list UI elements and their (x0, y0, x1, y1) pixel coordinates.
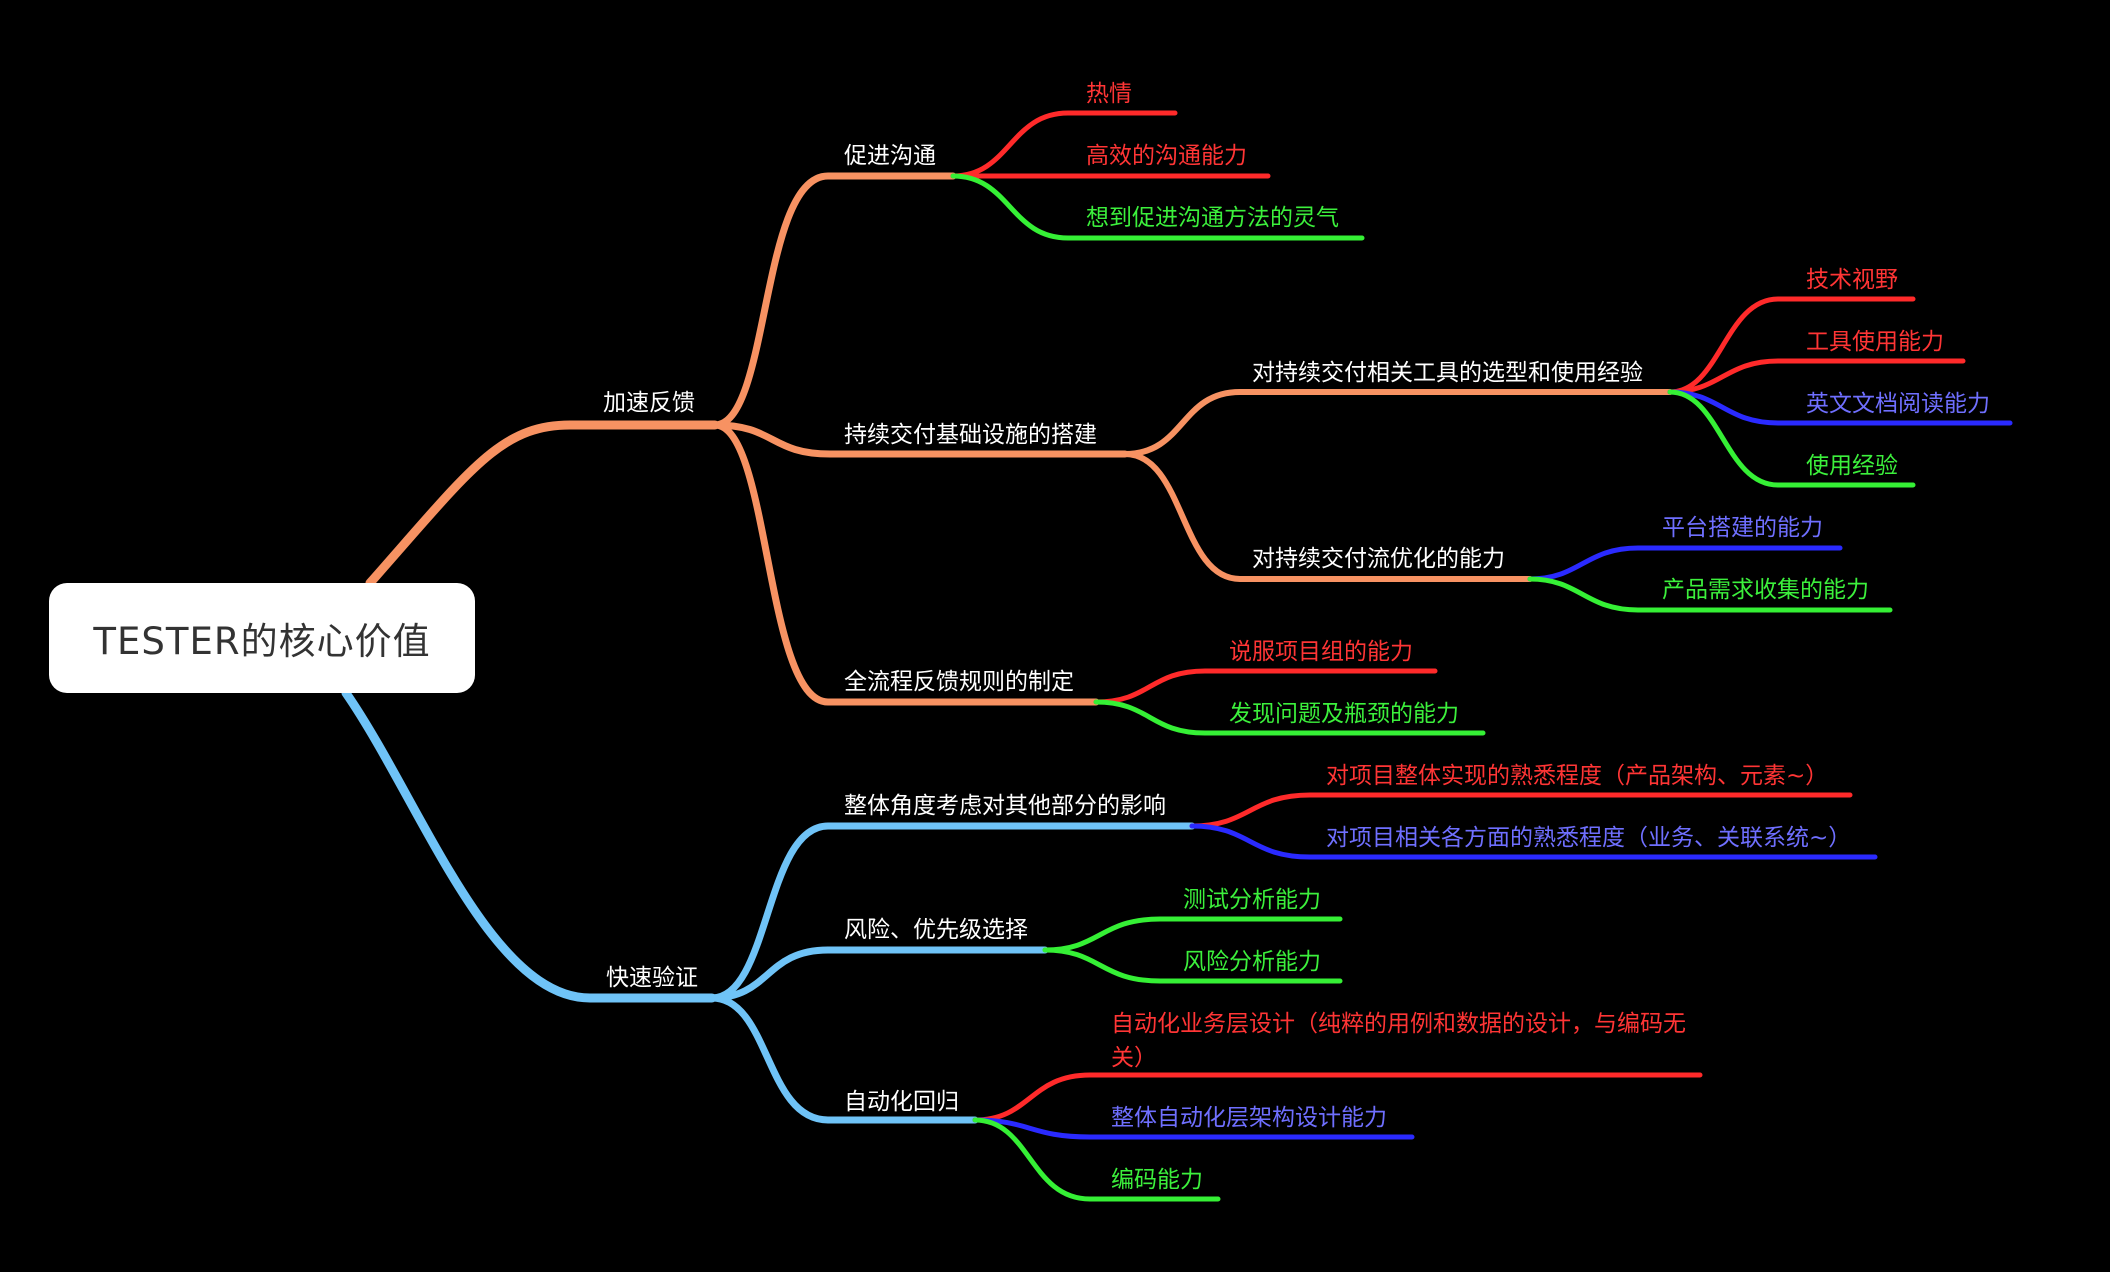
node-ci-infrastructure[interactable]: 持续交付基础设施的搭建 (844, 422, 1097, 448)
node-overall-implementation[interactable]: 对项目整体实现的熟悉程度（产品架构、元素~） (1326, 763, 1829, 789)
node-communication-inspiration[interactable]: 想到促进沟通方法的灵气 (1086, 205, 1339, 231)
edge-communication-inspiration (950, 173, 1365, 241)
node-convince-team[interactable]: 说服项目组的能力 (1229, 639, 1413, 665)
node-find-bottleneck[interactable]: 发现问题及瓶颈的能力 (1229, 701, 1459, 727)
node-fast-verification[interactable]: 快速验证 (606, 965, 698, 991)
node-coding[interactable]: 编码能力 (1111, 1167, 1203, 1193)
node-overall-impact[interactable]: 整体角度考虑对其他部分的影响 (844, 793, 1166, 819)
node-usage-experience[interactable]: 使用经验 (1806, 453, 1898, 479)
edge-related-aspects (1189, 823, 1878, 860)
edge-find-bottleneck (1093, 699, 1486, 736)
node-automation-regression[interactable]: 自动化回归 (844, 1089, 959, 1115)
edge-coding (972, 1117, 1221, 1202)
node-tech-vision[interactable]: 技术视野 (1806, 267, 1898, 293)
edge-automation-business-design (972, 1072, 1703, 1123)
node-promote-communication[interactable]: 促进沟通 (844, 143, 936, 169)
edge-requirement-collection (1527, 576, 1893, 613)
node-platform-building[interactable]: 平台搭建的能力 (1662, 515, 1823, 541)
node-ci-tool-selection[interactable]: 对持续交付相关工具的选型和使用经验 (1252, 360, 1643, 386)
edge-risk-analysis (1042, 947, 1343, 984)
node-accelerate-feedback[interactable]: 加速反馈 (603, 390, 695, 416)
edge-automation-regression (708, 994, 979, 1124)
edge-root-accelerate-feedback (365, 420, 720, 588)
node-risk-priority[interactable]: 风险、优先级选择 (844, 917, 1028, 943)
root-node[interactable]: TESTER的核心价值 (49, 583, 475, 693)
node-test-analysis[interactable]: 测试分析能力 (1183, 887, 1321, 913)
node-requirement-collection[interactable]: 产品需求收集的能力 (1662, 577, 1869, 603)
node-enthusiasm[interactable]: 热情 (1086, 81, 1132, 107)
edge-risk-priority (708, 946, 1049, 1002)
edge-platform-building (1527, 545, 1843, 582)
node-automation-business-design[interactable]: 自动化业务层设计（纯粹的用例和数据的设计，与编码无关） (1111, 1011, 1686, 1071)
node-ci-flow-optimization[interactable]: 对持续交付流优化的能力 (1252, 546, 1505, 572)
edge-tool-usage (1667, 358, 1966, 395)
edge-usage-experience (1667, 389, 1916, 488)
node-automation-architecture[interactable]: 整体自动化层架构设计能力 (1111, 1105, 1387, 1131)
edge-tech-vision (1667, 296, 1916, 395)
node-english-docs[interactable]: 英文文档阅读能力 (1806, 391, 1990, 417)
edge-ci-tool-selection (1122, 389, 1673, 457)
edge-ci-flow-optimization (1122, 451, 1533, 582)
edge-ci-infrastructure (711, 421, 1129, 458)
edge-overall-implementation (1189, 792, 1853, 829)
edge-enthusiasm (950, 110, 1178, 179)
edge-root-fast-verification (341, 688, 717, 1003)
node-feedback-rules[interactable]: 全流程反馈规则的制定 (844, 669, 1074, 695)
node-risk-analysis[interactable]: 风险分析能力 (1183, 949, 1321, 975)
node-related-aspects[interactable]: 对项目相关各方面的熟悉程度（业务、关联系统~） (1326, 825, 1852, 851)
edge-convince-team (1093, 668, 1438, 705)
node-tool-usage[interactable]: 工具使用能力 (1806, 329, 1944, 355)
node-efficient-communication[interactable]: 高效的沟通能力 (1086, 143, 1247, 169)
root-label: TESTER的核心价值 (93, 620, 431, 663)
edge-promote-communication (711, 172, 957, 429)
edge-feedback-rules (711, 421, 1100, 706)
edge-overall-impact (708, 822, 1196, 1002)
edge-test-analysis (1042, 916, 1343, 953)
